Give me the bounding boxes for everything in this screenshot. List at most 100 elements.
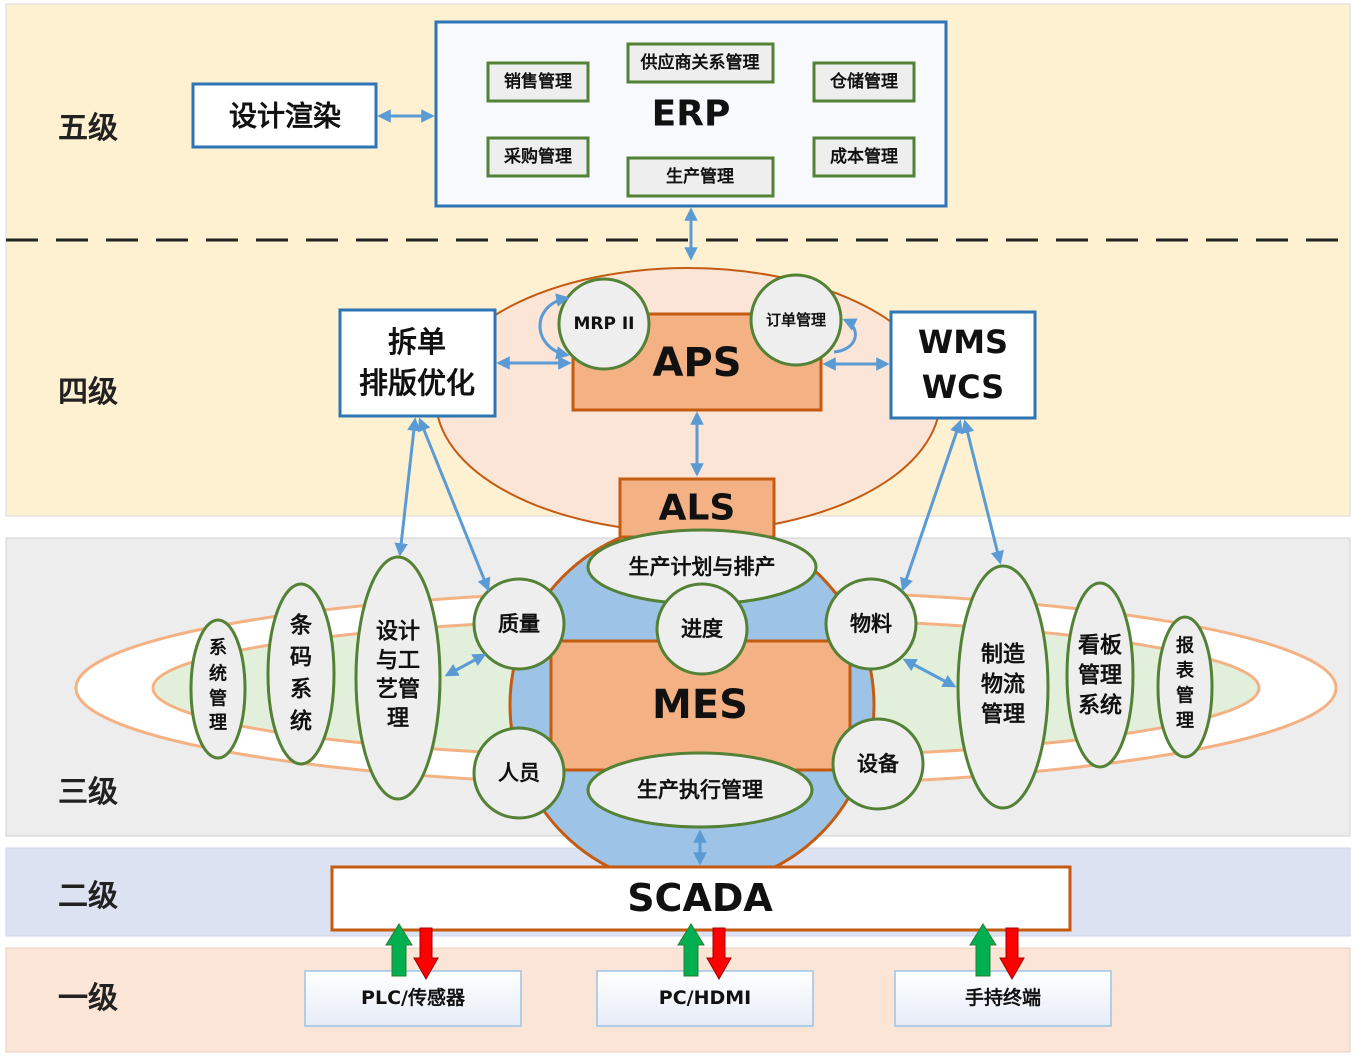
sysmgmt-char-4: 理: [209, 713, 227, 734]
kanban-line-3: 系统: [1078, 693, 1122, 719]
design-render-box: [191, 82, 378, 149]
barcode-ellipse: [266, 582, 336, 766]
down-arrow-icon: [413, 927, 439, 981]
wms-label-line1: WMS: [918, 323, 1008, 361]
report-ellipse: [1156, 615, 1214, 759]
erp-module-sales: [486, 61, 590, 103]
erp-module-supplier-label: 供应商关系管理: [640, 52, 760, 73]
erp-title: ERP: [652, 94, 731, 135]
design-process-line-4: 理: [387, 707, 409, 732]
level-label-4: 四级: [58, 375, 118, 410]
split-box: [338, 308, 497, 418]
mfg-logistics-line-1: 制造: [981, 643, 1025, 668]
report-char-2: 表: [1176, 660, 1195, 682]
material-circle: [824, 577, 918, 671]
mrp-label: MRP II: [573, 314, 634, 334]
progress-circle: [655, 582, 749, 676]
io-arrows-pc: [677, 923, 732, 981]
barcode-char-4: 统: [290, 709, 312, 735]
up-arrow-icon: [969, 923, 997, 977]
equipment-circle: [831, 717, 925, 811]
report-char-4: 理: [1176, 711, 1194, 732]
design-render-label: 设计渲染: [229, 100, 341, 133]
arrow-material-logistics: [902, 658, 957, 688]
level-label-1: 一级: [58, 981, 118, 1016]
design-process-ellipse: [354, 555, 442, 801]
mes-label: MES: [652, 682, 748, 728]
erp-module-sales-label: 销售管理: [504, 71, 572, 92]
sysmgmt-char-2: 统: [209, 663, 227, 685]
progress-label: 进度: [681, 617, 723, 641]
barcode-char-1: 条: [289, 613, 313, 639]
sysmgmt-char-3: 管: [209, 688, 227, 710]
quality-label: 质量: [498, 612, 540, 636]
exec-label: 生产执行管理: [637, 778, 763, 802]
design-process-line-1: 设计: [376, 620, 420, 645]
down-arrow-icon: [706, 927, 732, 981]
split-label-line1: 拆单: [388, 325, 446, 359]
plan-label: 生产计划与排产: [629, 555, 776, 579]
level-label-5: 五级: [58, 111, 118, 146]
mfg-logistics-line-2: 物流: [981, 672, 1025, 698]
up-arrow-icon: [677, 923, 705, 977]
barcode-char-2: 码: [290, 646, 312, 671]
report-char-1: 报: [1176, 635, 1194, 657]
arrow-wms-material: [900, 419, 963, 592]
level-label-2: 二级: [58, 879, 118, 914]
erp-module-warehouse: [812, 61, 916, 103]
arrow-wms-logistics: [961, 419, 1004, 565]
scada-box: [330, 865, 1072, 932]
device-handheld-label: 手持终端: [965, 986, 1041, 1009]
erp-module-cost: [812, 136, 916, 178]
sysmgmt-char-1: 系: [209, 638, 227, 659]
erp-module-supplier: [626, 42, 775, 84]
arrow-design-quality: [444, 653, 487, 677]
order-circle: [749, 273, 843, 367]
als-box: [618, 477, 776, 539]
down-arrow-icon: [999, 927, 1025, 981]
wms-label-line2: WCS: [922, 368, 1004, 406]
equipment-label: 设备: [857, 752, 900, 776]
personnel-label: 人员: [498, 761, 540, 785]
io-arrows: [385, 923, 1025, 981]
arrow-order-loop: [833, 318, 858, 354]
kanban-ellipse: [1065, 581, 1135, 769]
erp-module-purchase-label: 采购管理: [503, 146, 572, 167]
erp-module-warehouse-label: 仓储管理: [829, 71, 898, 92]
kanban-line-2: 管理: [1078, 663, 1122, 689]
personnel-circle: [472, 726, 566, 820]
exec-ellipse: [586, 751, 814, 829]
up-arrow-icon: [385, 923, 413, 977]
order-label: 订单管理: [766, 311, 826, 329]
erp-module-production: [626, 156, 775, 198]
sysmgmt-ellipse: [189, 618, 247, 760]
level-label-3: 三级: [58, 775, 118, 810]
aps-label: APS: [652, 340, 741, 386]
quality-circle: [472, 577, 566, 671]
scada-label: SCADA: [627, 876, 773, 920]
device-handheld-box: [894, 970, 1112, 1027]
arrow-mrp-loop: [538, 293, 570, 360]
connector-arrows: [377, 109, 1004, 866]
report-char-3: 管: [1176, 685, 1194, 707]
mfg-logistics-ellipse: [956, 564, 1050, 810]
erp-module-production-label: 生产管理: [666, 166, 734, 187]
device-pc-label: PC/HDMI: [659, 987, 751, 1009]
als-label: ALS: [659, 488, 736, 529]
device-plc-label: PLC/传感器: [361, 986, 466, 1009]
kanban-line-1: 看板: [1078, 634, 1123, 659]
split-label-line2: 排版优化: [359, 366, 475, 400]
erp-module-cost-label: 成本管理: [830, 146, 898, 167]
device-plc-box: [304, 970, 522, 1027]
arrow-split-quality: [417, 417, 491, 592]
wms-box: [889, 310, 1037, 420]
arrow-split-design: [394, 417, 421, 557]
barcode-char-3: 系: [290, 678, 312, 703]
device-pc-box: [596, 970, 814, 1027]
io-arrows-handheld: [969, 923, 1025, 981]
mfg-logistics-line-3: 管理: [981, 702, 1025, 728]
design-process-line-2: 与工: [376, 649, 420, 674]
io-arrows-plc: [385, 923, 439, 981]
erp-module-purchase: [486, 136, 590, 178]
